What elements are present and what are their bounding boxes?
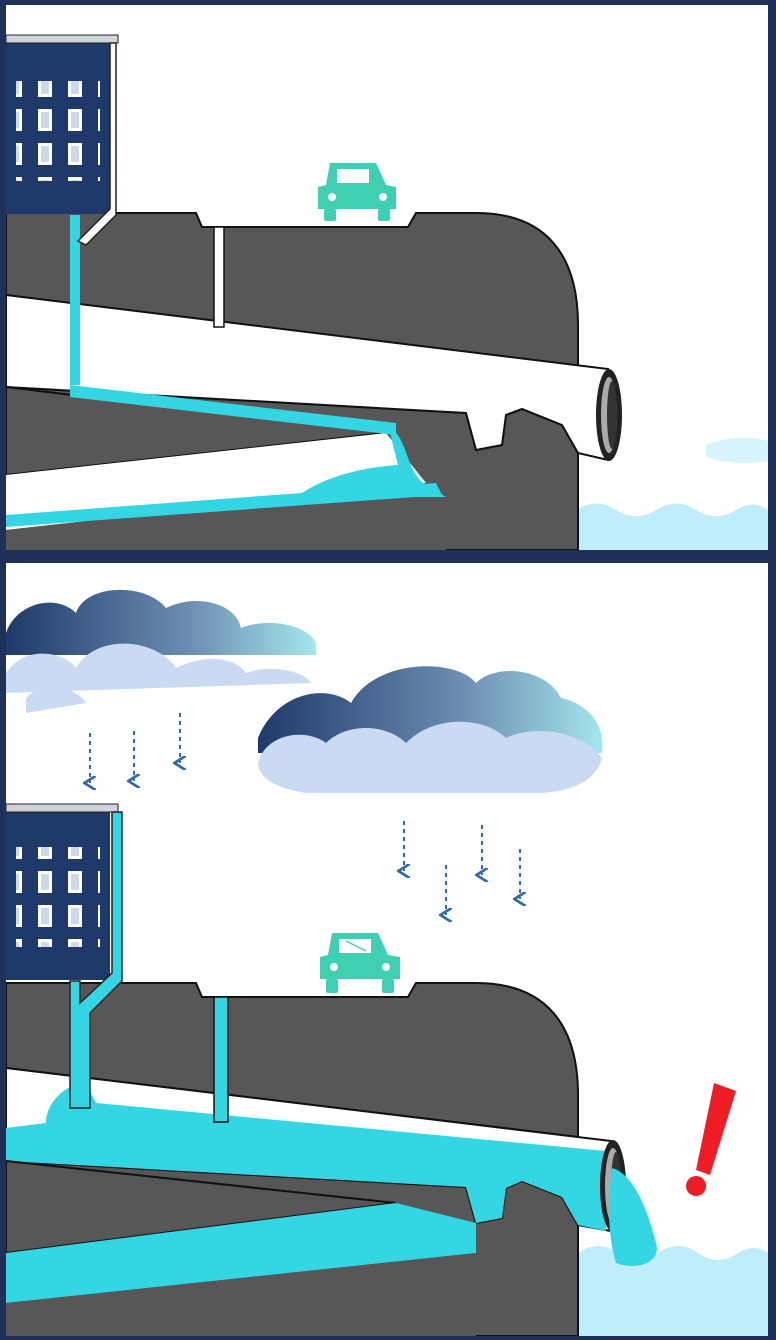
rain-arrows bbox=[90, 713, 520, 915]
building-icon bbox=[6, 34, 119, 246]
building-icon bbox=[6, 803, 123, 1109]
wet-weather-scene bbox=[6, 589, 768, 1336]
cloud-icon-right bbox=[258, 666, 603, 793]
exclamation-icon bbox=[686, 1083, 736, 1196]
dry-weather-scene bbox=[6, 34, 768, 550]
car-icon bbox=[320, 933, 400, 993]
street-ground bbox=[6, 212, 579, 369]
river bbox=[576, 437, 768, 550]
river bbox=[578, 1246, 768, 1336]
outfall-pipe bbox=[596, 369, 622, 461]
street-ground bbox=[6, 982, 579, 1139]
storm-drain bbox=[213, 226, 225, 328]
sewage-flow bbox=[6, 215, 446, 527]
car-icon bbox=[318, 163, 396, 221]
storm-drain bbox=[213, 996, 229, 1123]
panel-dry-weather bbox=[6, 5, 768, 550]
sewage-flow bbox=[6, 1083, 606, 1231]
combined-sewer-overflow bbox=[609, 1168, 657, 1267]
panel-wet-weather bbox=[6, 563, 768, 1336]
cloud-icon-left bbox=[6, 589, 316, 713]
